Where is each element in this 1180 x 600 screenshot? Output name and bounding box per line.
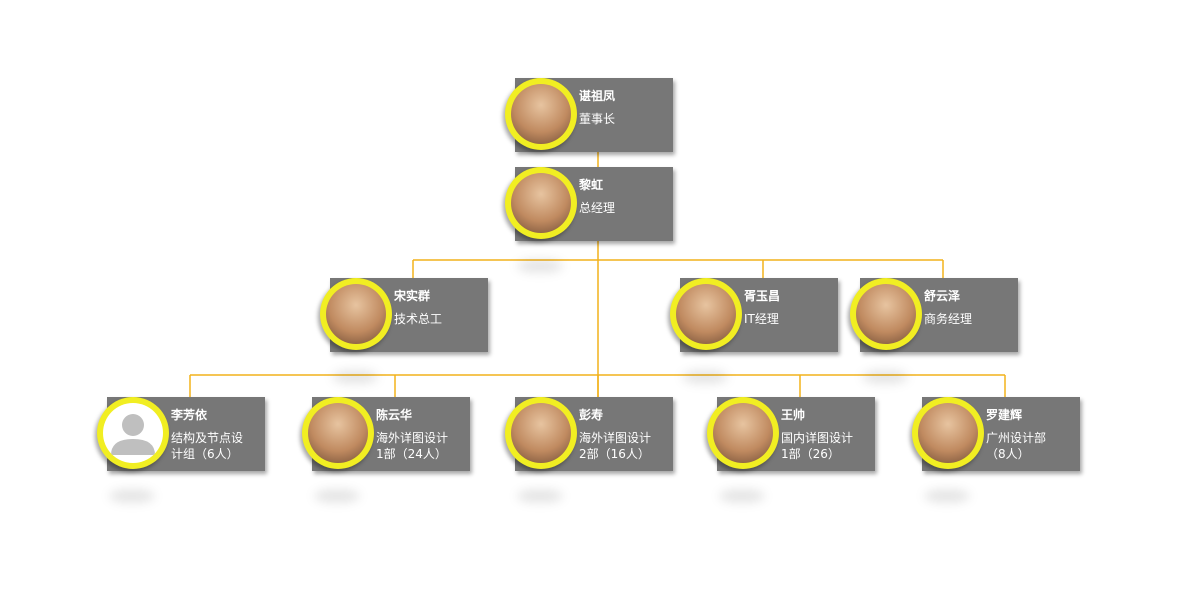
org-card-text: 罗建辉广州设计部 （8人） [986,407,1074,462]
avatar-photo [856,284,916,344]
person-title: 结构及节点设 计组（6人） [171,431,244,461]
person-name: 舒云泽 [924,289,961,303]
org-node-it[interactable]: 胥玉昌 IT经理 [670,278,850,358]
org-node-overseas2[interactable]: 彭寿海外详图设计 2部（16人） [505,397,685,477]
avatar [505,78,577,150]
person-name: 罗建辉 [986,408,1023,422]
org-node-guangzhou[interactable]: 罗建辉广州设计部 （8人） [912,397,1092,477]
person-title: IT经理 [744,312,779,326]
avatar-photo [511,403,571,463]
reflection-shadow [332,370,378,384]
avatar [505,167,577,239]
avatar [912,397,984,469]
person-title: 海外详图设计 2部（16人） [579,431,652,461]
avatar-photo [326,284,386,344]
org-card-text: 舒云泽商务经理 [924,288,1012,327]
org-card-text: 宋实群技术总工 [394,288,482,327]
person-name: 谌祖凤 [579,89,616,103]
reflection-shadow [862,370,908,384]
avatar [97,397,169,469]
avatar-photo [676,284,736,344]
org-node-gm[interactable]: 黎虹总经理 [505,167,685,247]
person-title: 商务经理 [924,312,973,326]
avatar [850,278,922,350]
reflection-shadow [314,489,360,503]
org-node-biz[interactable]: 舒云泽商务经理 [850,278,1030,358]
org-card-text: 陈云华海外详图设计 1部（24人） [376,407,464,462]
avatar [707,397,779,469]
person-placeholder-icon [103,403,163,463]
avatar-photo [713,403,773,463]
person-name: 胥玉昌 [744,289,781,303]
reflection-shadow [109,489,155,503]
person-name: 李芳依 [171,408,208,422]
avatar [670,278,742,350]
avatar [505,397,577,469]
org-card-text: 王帅国内详图设计 1部（26） [781,407,869,462]
org-card-text: 胥玉昌 IT经理 [744,288,832,327]
avatar [320,278,392,350]
avatar [302,397,374,469]
org-node-chairman[interactable]: 谌祖凤董事长 [505,78,685,158]
org-node-domestic1[interactable]: 王帅国内详图设计 1部（26） [707,397,887,477]
person-name: 王帅 [781,408,806,422]
reflection-shadow [924,489,970,503]
org-node-overseas1[interactable]: 陈云华海外详图设计 1部（24人） [302,397,482,477]
person-title: 国内详图设计 1部（26） [781,431,854,461]
person-name: 宋实群 [394,289,431,303]
person-name: 黎虹 [579,178,604,192]
reflection-shadow [517,489,563,503]
reflection-shadow [719,489,765,503]
org-node-tech[interactable]: 宋实群技术总工 [320,278,500,358]
avatar-photo [918,403,978,463]
reflection-shadow [517,259,563,273]
org-node-struct[interactable]: 李芳依结构及节点设 计组（6人） [97,397,277,477]
person-title: 海外详图设计 1部（24人） [376,431,449,461]
avatar-photo [308,403,368,463]
reflection-shadow [682,370,728,384]
person-title: 总经理 [579,201,616,215]
person-name: 陈云华 [376,408,413,422]
person-name: 彭寿 [579,408,604,422]
org-card-text: 谌祖凤董事长 [579,88,667,127]
person-title: 广州设计部 （8人） [986,431,1047,461]
org-card-text: 李芳依结构及节点设 计组（6人） [171,407,259,462]
avatar-photo [511,173,571,233]
org-card-text: 黎虹总经理 [579,177,667,216]
person-title: 董事长 [579,112,616,126]
avatar-photo [511,84,571,144]
org-card-text: 彭寿海外详图设计 2部（16人） [579,407,667,462]
person-title: 技术总工 [394,312,443,326]
